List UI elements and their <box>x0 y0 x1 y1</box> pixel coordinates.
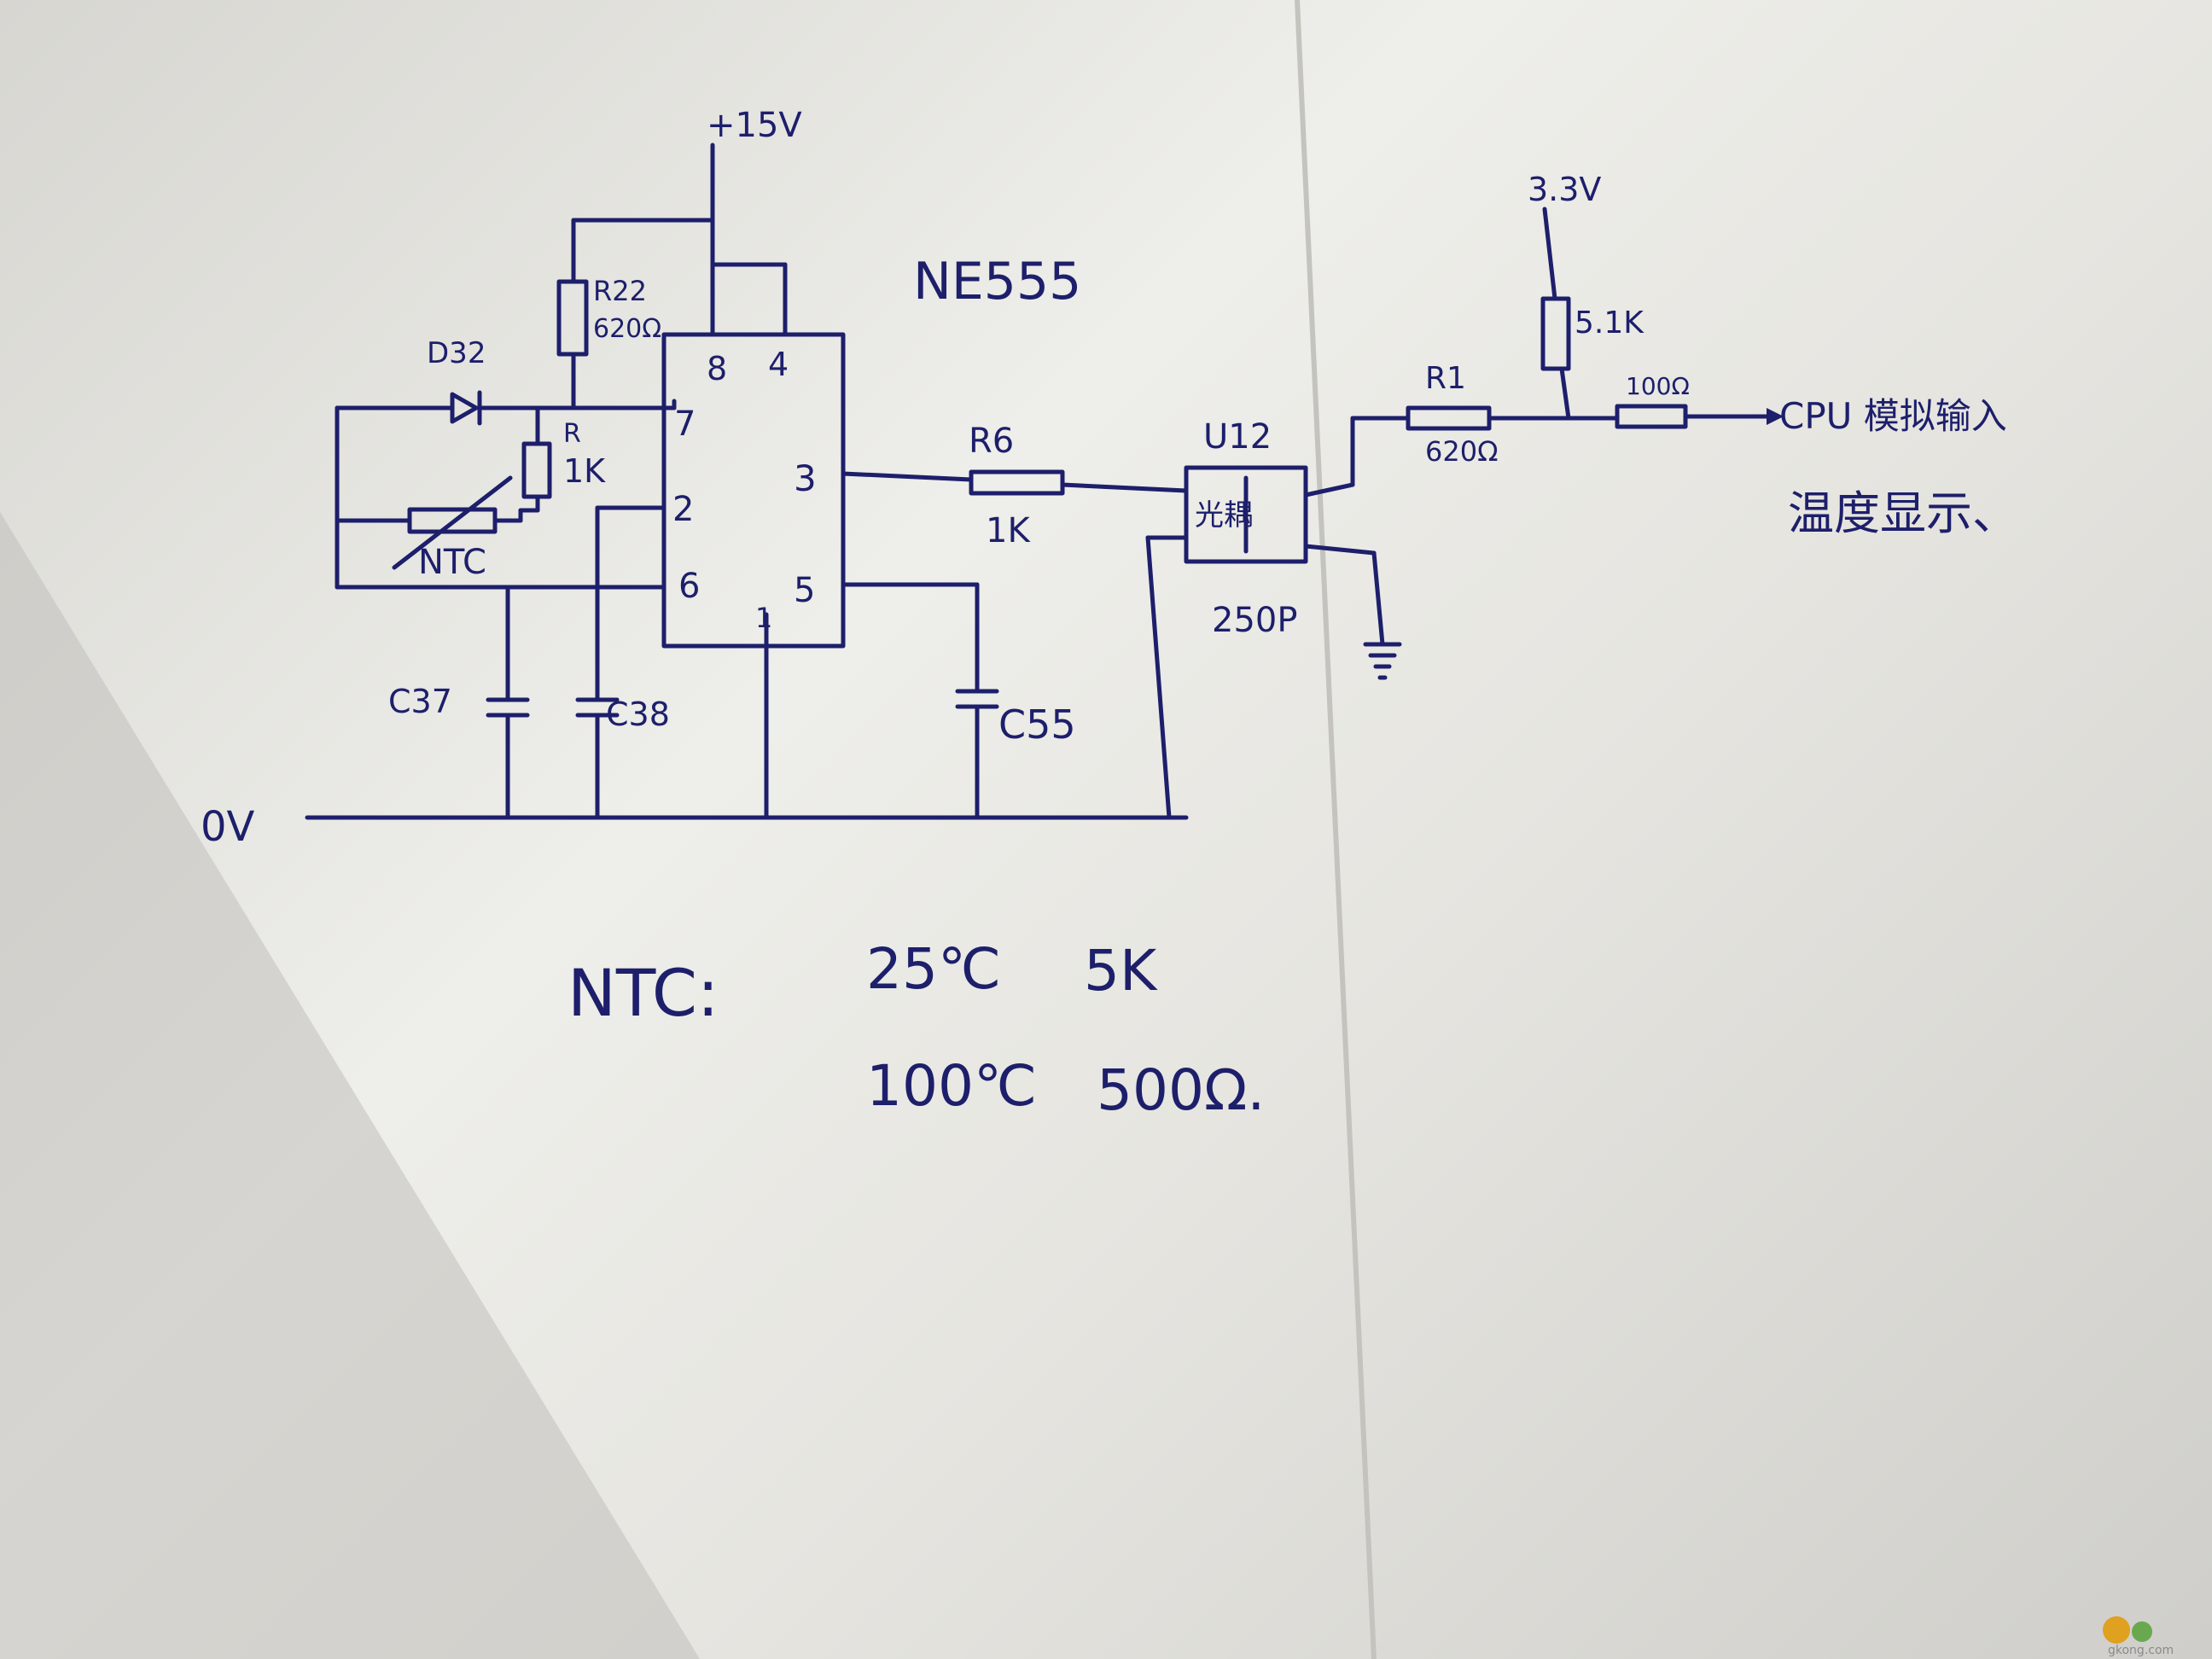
c37-ref-label: C37 <box>388 683 452 720</box>
d32-ref-label: D32 <box>427 336 486 370</box>
r-1k-value-label: 1K <box>563 452 606 490</box>
ntc-note-head: NTC: <box>568 955 719 1031</box>
r1-resistor <box>1406 405 1492 431</box>
r6-value-label: 1K <box>986 511 1031 550</box>
wires <box>305 143 1769 820</box>
ntc-25-temp: 25℃ <box>866 936 1001 1002</box>
c38-capacitor <box>575 697 620 718</box>
paper-shadow <box>0 512 700 1659</box>
ntc-ref-label: NTC <box>418 543 486 582</box>
watermark-logo: gkong.com <box>2103 1616 2174 1657</box>
d32-diode <box>450 390 482 426</box>
temp-display-label: 温度显示、 <box>1788 486 2018 540</box>
ic-name-label: NE555 <box>913 252 1081 311</box>
r22-value-label: 620Ω <box>593 314 661 344</box>
ground-0v-label: 0V <box>201 803 255 851</box>
r-5k1-value-label: 5.1K <box>1575 306 1644 341</box>
u12-ref-label: U12 <box>1203 417 1272 457</box>
paper-fold-line <box>1295 0 1377 1659</box>
r-100-value-label: 100Ω <box>1626 372 1690 400</box>
supply-33v-label: 3.3V <box>1528 171 1601 208</box>
r-5k1-resistor <box>1540 296 1571 371</box>
c37-capacitor <box>486 697 530 718</box>
supply-15v-label: +15V <box>707 106 802 145</box>
r22-ref-label: R22 <box>593 275 647 307</box>
pin-8-label: 8 <box>707 350 727 387</box>
ntc-25-value: 5K <box>1084 938 1158 1004</box>
r1-value-label: 620Ω <box>1425 435 1499 468</box>
r22-resistor <box>556 279 589 357</box>
pin-1-label: 1 <box>755 602 772 634</box>
watermark-text: gkong.com <box>2108 1644 2174 1657</box>
opto-part-label: 250P <box>1212 601 1297 640</box>
c38-ref-label: C38 <box>606 696 670 733</box>
ntc-thermistor <box>392 475 513 570</box>
cpu-input-label: CPU 模拟输入 <box>1779 395 2007 437</box>
r-1k-ref-label: R <box>563 419 581 449</box>
c55-capacitor <box>955 689 999 709</box>
u12-optocoupler <box>1184 465 1308 564</box>
ground-symbol <box>1363 642 1402 680</box>
pin-4-label: 4 <box>768 346 789 383</box>
pin-2-label: 2 <box>672 490 694 529</box>
pin-7-label: 7 <box>674 405 696 444</box>
pin-6-label: 6 <box>678 567 700 606</box>
pin-5-label: 5 <box>794 571 815 610</box>
c55-ref-label: C55 <box>998 701 1076 748</box>
pin-3-label: 3 <box>794 457 817 499</box>
cpu-input-arrow <box>1767 408 1784 425</box>
r-100-resistor <box>1615 404 1688 429</box>
r1-ref-label: R1 <box>1425 361 1466 396</box>
r-1k-resistor <box>521 441 552 499</box>
ntc-100-temp: 100℃ <box>866 1053 1037 1119</box>
r6-ref-label: R6 <box>969 422 1014 461</box>
r6-resistor <box>969 469 1065 496</box>
u12-inner-label: 光耦 <box>1195 498 1253 533</box>
ntc-100-value: 500Ω. <box>1097 1057 1265 1123</box>
